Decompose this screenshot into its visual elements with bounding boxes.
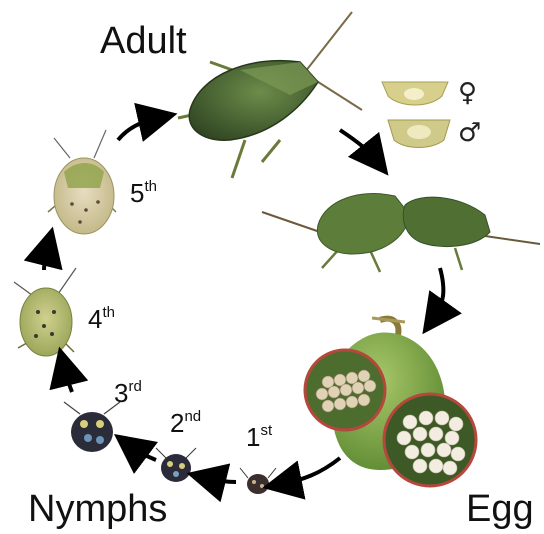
- egg-label: Egg: [466, 488, 534, 531]
- instar-number: 1: [246, 422, 260, 452]
- arrow-5th-to-adult: [118, 118, 158, 140]
- third-instar-nymph-icon: [64, 402, 120, 452]
- male-genitalia-icon: [388, 120, 450, 148]
- arrow-adult-to-mating: [340, 130, 376, 160]
- instar-suffix: th: [144, 178, 157, 195]
- female-symbol: ♀: [458, 78, 477, 108]
- adult-bug-icon: [178, 12, 362, 178]
- instar-label-4th: 4th: [88, 304, 115, 335]
- arrow-1st-to-2nd: [206, 478, 236, 482]
- egg-cluster-icon: [305, 318, 476, 486]
- arrow-egg-to-1st: [282, 458, 340, 484]
- instar-suffix: st: [260, 422, 272, 439]
- female-genitalia-icon: [382, 82, 448, 105]
- instar-suffix: th: [102, 304, 115, 321]
- mating-pair-icon: [262, 194, 540, 272]
- instar-number: 4: [88, 304, 102, 334]
- arrow-4th-to-5th: [44, 246, 48, 270]
- instar-number: 2: [170, 408, 184, 438]
- instar-number: 5: [130, 178, 144, 208]
- instar-number: 3: [114, 378, 128, 408]
- adult-label: Adult: [100, 20, 187, 63]
- arrow-2nd-to-3rd: [130, 446, 156, 460]
- first-instar-nymph-icon: [240, 468, 276, 494]
- fifth-instar-nymph-icon: [48, 130, 116, 234]
- instar-label-1st: 1st: [246, 422, 272, 453]
- nymphs-label: Nymphs: [28, 488, 167, 531]
- instar-suffix: rd: [128, 378, 141, 395]
- instar-label-5th: 5th: [130, 178, 157, 209]
- instar-suffix: nd: [184, 408, 201, 425]
- instar-label-3rd: 3rd: [114, 378, 142, 409]
- fourth-instar-nymph-icon: [14, 268, 76, 356]
- second-instar-nymph-icon: [156, 448, 196, 482]
- instar-label-2nd: 2nd: [170, 408, 201, 439]
- male-symbol: ♂: [458, 118, 481, 148]
- arrow-3rd-to-4th: [64, 366, 72, 392]
- arrow-mating-to-egg: [434, 268, 443, 318]
